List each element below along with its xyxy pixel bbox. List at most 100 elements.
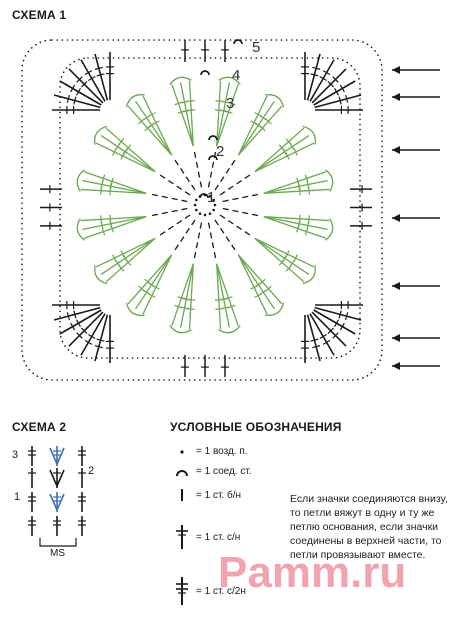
chain-dash (236, 225, 242, 230)
petal-top (125, 94, 145, 108)
corner-fan (52, 52, 114, 114)
row-label: 3 (12, 449, 18, 461)
stitch-bar (96, 338, 105, 342)
petal-cluster (263, 214, 334, 241)
stitch-bar (258, 125, 266, 132)
stitch-stem (314, 306, 362, 321)
chain-dash (185, 176, 190, 183)
stitch-stem (254, 135, 310, 173)
stitch-stem (105, 237, 156, 283)
stitch-stem (311, 311, 347, 347)
chain-dash (211, 242, 215, 249)
stitch-stem (59, 309, 102, 335)
petal-top (302, 125, 316, 145)
stitch-stem (53, 306, 101, 321)
stitch-bar (332, 76, 339, 83)
chain-dash (213, 251, 217, 259)
stitch-bar (265, 118, 272, 125)
stitch-bar (75, 88, 81, 96)
stitch-stem (216, 83, 239, 147)
chain-dash (151, 213, 159, 217)
stitch-stem (82, 216, 147, 231)
corner-fan (301, 301, 363, 363)
chain-dash (214, 184, 219, 191)
stitch-stem (237, 254, 275, 310)
chain-dash (197, 232, 201, 239)
stitch-stem (142, 95, 173, 156)
chain-dash (193, 151, 197, 159)
stitch-stem (179, 263, 194, 328)
stitch-bar (70, 84, 76, 93)
stitch-stem (53, 94, 101, 109)
chain-dash (193, 251, 197, 259)
stitch-stem (216, 263, 231, 328)
chain-dash (209, 232, 213, 239)
slip-stitch-arc (199, 193, 209, 199)
legend-item-chain: = 1 возд. п. (170, 446, 248, 457)
arrow-icon (392, 146, 440, 154)
legend-label: = 1 соед. ст. (196, 466, 252, 477)
chain-dash (199, 181, 203, 188)
stitch-bar (177, 296, 186, 300)
stitch-stem (68, 311, 104, 347)
stitch-bar (73, 310, 77, 319)
stitch-bar (334, 319, 340, 327)
stitch-stem (83, 216, 147, 239)
chain-dash (225, 168, 230, 174)
slip-stitch-arc (233, 39, 243, 45)
stitch-stem (237, 254, 283, 305)
row-label: 2 (88, 465, 94, 477)
stitch-stem (306, 314, 321, 362)
round-label: 2 (216, 143, 224, 160)
petal-cluster (169, 263, 196, 334)
stitch-stem (142, 254, 173, 315)
chain-dash (219, 191, 226, 196)
stitch-bar (84, 339, 93, 345)
stitch-bar (76, 76, 83, 83)
chain-dash (227, 185, 234, 190)
legend-label: = 1 ст. с/н (196, 531, 241, 543)
schema2-title: СХЕМА 2 (12, 420, 67, 434)
chain-dash (184, 191, 191, 196)
chain-dash (244, 174, 251, 179)
stitch-stem (263, 216, 328, 231)
stitch-stem (100, 135, 156, 173)
stitch-bar (310, 338, 319, 342)
chain-dash (225, 236, 230, 242)
stitch-bar (94, 345, 103, 349)
chain-dash (184, 214, 191, 219)
stitch-bar (327, 327, 334, 334)
stitch-bar (345, 312, 349, 321)
stitch-bar (110, 177, 114, 186)
round-label: 1 (207, 189, 215, 206)
chain-dash (151, 193, 159, 197)
chain-dash (207, 222, 211, 229)
chain-dash (171, 209, 178, 213)
chain-dot (212, 208, 215, 212)
stitch-stem (263, 216, 330, 222)
chain-dash (161, 211, 168, 215)
arrow-icon (392, 66, 440, 74)
petal-cluster (125, 254, 173, 316)
stitch-stem (59, 80, 102, 106)
stitch-bar (250, 285, 258, 290)
chain-dot (195, 198, 198, 202)
stitch-stem (127, 105, 173, 156)
slip-stitch-arc (208, 155, 218, 161)
petal-top (76, 169, 85, 192)
petal-top (265, 94, 285, 108)
stitch-stem (216, 82, 231, 147)
chain-dash (220, 227, 225, 234)
stitch-bar (174, 304, 183, 309)
corner-fan (301, 52, 363, 114)
stitch-bar (75, 319, 81, 327)
stitch-bar (285, 152, 290, 160)
petal-top (76, 218, 85, 241)
petal-cluster (254, 125, 316, 173)
chain-dash (207, 181, 211, 188)
stitch-bar (304, 227, 309, 236)
stitch-stem (263, 188, 330, 194)
single-cross-stitch-icon (170, 524, 194, 550)
chain-square-inner (59, 57, 361, 359)
